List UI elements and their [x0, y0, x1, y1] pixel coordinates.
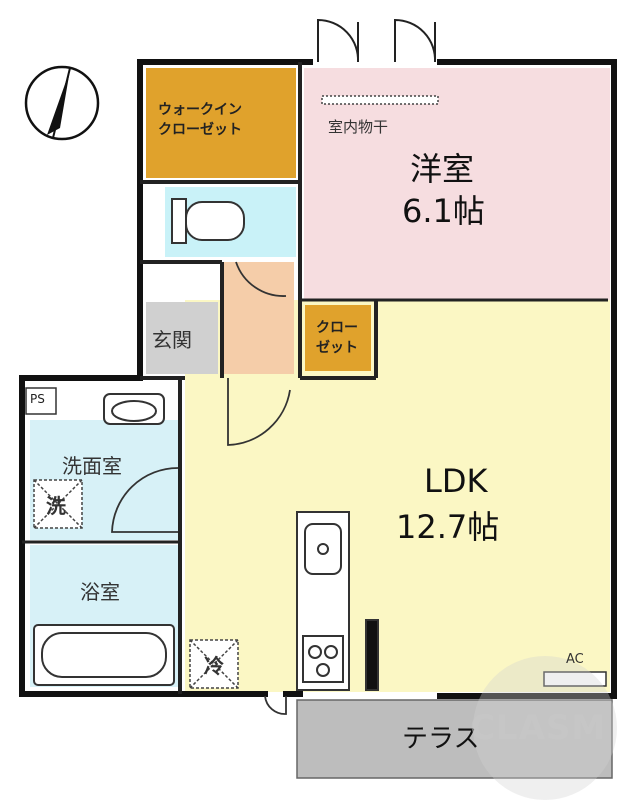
terrace-label: テラス: [402, 724, 480, 754]
ldk-name: LDK: [424, 462, 488, 500]
entrance-floor: [146, 302, 218, 374]
entrance-hall-floor: [222, 262, 294, 374]
ps-box: [25, 387, 57, 415]
western-room-size: 6.1帖: [402, 192, 485, 230]
drying-rod: [321, 95, 439, 105]
washroom-label: 洗面室: [62, 454, 122, 478]
interior-walls: [22, 62, 608, 694]
bathroom-label: 浴室: [80, 580, 120, 604]
watermark: CLASM: [470, 708, 607, 748]
western-room-floor: [304, 68, 610, 300]
fridge-space: [189, 639, 239, 689]
kitchen-counter: [296, 511, 379, 691]
washer-space: [33, 479, 83, 529]
ldk-size: 12.7帖: [396, 508, 500, 546]
western-room-name: 洋室: [410, 150, 475, 188]
closet-floor: [305, 305, 371, 371]
interior-doors: [111, 261, 291, 715]
ac-label: AC: [566, 652, 584, 667]
fridge-label: 冷: [204, 654, 224, 678]
entry-doors: [317, 18, 437, 63]
entrance-label: 玄関: [152, 328, 192, 352]
bathtub-icon: [33, 624, 175, 686]
ac-unit: [543, 671, 607, 687]
ps-label: PS: [30, 392, 45, 406]
walkin-closet-floor: [146, 68, 296, 178]
washer-label: 洗: [46, 494, 66, 518]
wash-basin-icon: [103, 393, 165, 425]
walkin-closet-label: ウォークイン クローゼット: [158, 102, 242, 138]
watermark-circle: [473, 656, 617, 800]
drying-label: 室内物干: [328, 118, 389, 136]
north-arrow-icon: [24, 65, 100, 141]
closet-label: クロー ゼット: [316, 320, 358, 356]
walls: [19, 59, 617, 699]
toilet-icon: [171, 198, 245, 244]
terrace-floor: [296, 699, 613, 779]
